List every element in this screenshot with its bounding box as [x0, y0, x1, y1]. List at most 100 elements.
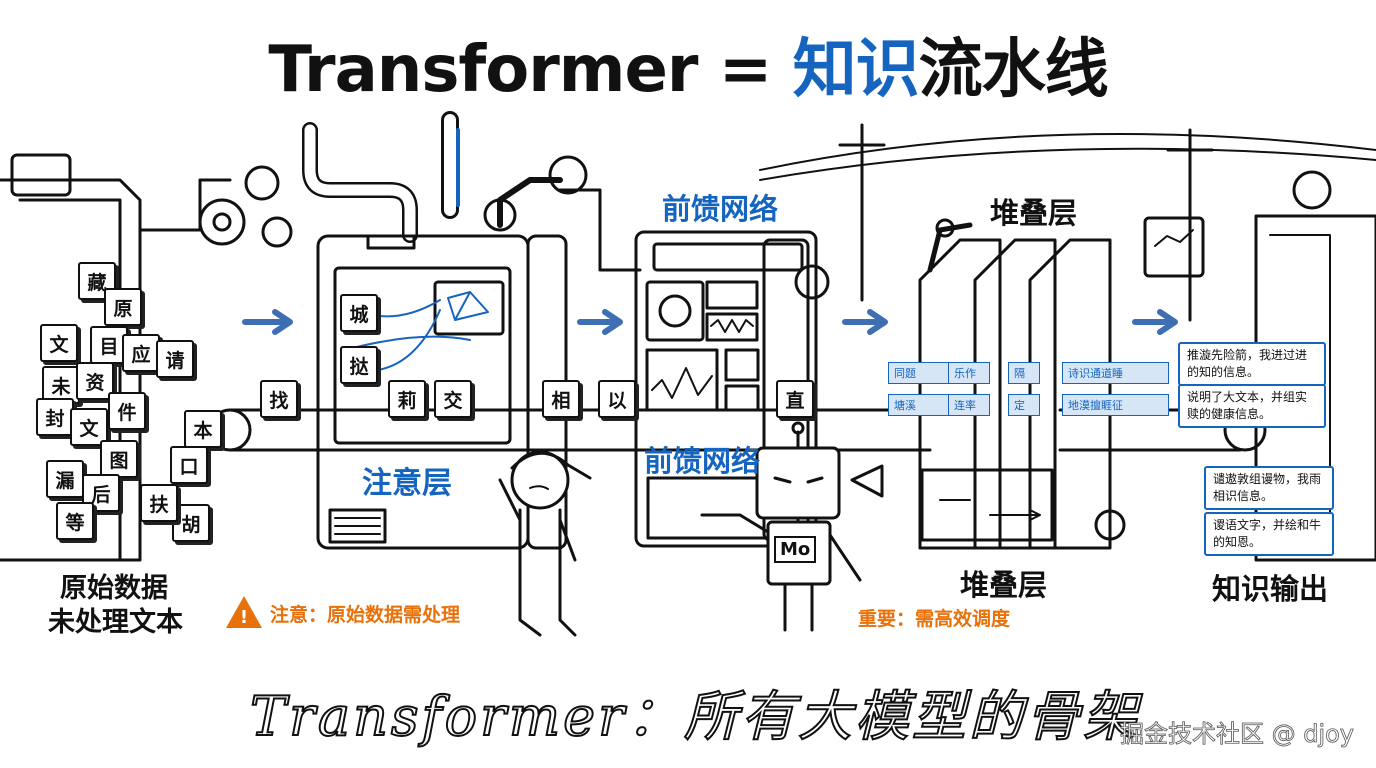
stack-strip: 同题	[888, 362, 950, 384]
title-suffix: 流水线	[918, 33, 1109, 107]
input-block: 图	[100, 440, 138, 478]
input-block: 应	[122, 334, 160, 372]
stack-strip: 定	[1008, 394, 1040, 416]
robot-head	[755, 446, 841, 520]
warning-icon	[226, 596, 262, 628]
attention-block: 莉	[388, 380, 426, 418]
ffn-zigzag-panel	[705, 312, 759, 342]
stack-strip: 隔	[1008, 362, 1040, 384]
stack-layer-2	[973, 238, 1057, 550]
robot-arm	[497, 177, 563, 228]
person-body	[498, 478, 577, 637]
attention-block: 挞	[340, 346, 378, 384]
stack-strip: 连率	[948, 394, 990, 416]
stack-strip: 乐作	[948, 362, 990, 384]
flow-arrow-icon	[842, 309, 888, 335]
input-block: 资	[76, 362, 114, 400]
input-block: 封	[36, 398, 74, 436]
gear-icon	[548, 155, 588, 195]
robot-arms	[700, 513, 862, 582]
input-hopper-cap	[10, 153, 72, 197]
token-block: 以	[598, 380, 636, 418]
input-block: 件	[108, 392, 146, 430]
input-block: 扶	[140, 484, 178, 522]
ffn-mid-label: 前馈网络	[644, 444, 761, 478]
gear-icon-hub	[212, 212, 232, 232]
gear-icon	[794, 264, 830, 300]
flow-arrow-icon	[1132, 309, 1178, 335]
flow-arrow-icon	[242, 309, 293, 335]
attention-monitor	[433, 280, 505, 336]
attention-block: 城	[340, 294, 378, 332]
robot-badge: Mo	[774, 536, 817, 563]
subtitle: Transformer：所有大模型的骨架	[249, 684, 1140, 749]
stack-layer-1	[918, 238, 1002, 550]
machine-cap	[366, 234, 416, 250]
pipe-elbow-fill	[304, 124, 416, 241]
attention-block: 交	[434, 380, 472, 418]
token-block: 找	[260, 380, 298, 418]
pipe-connector	[558, 188, 642, 272]
stack-bottom-label: 堆叠层	[960, 568, 1048, 602]
watermark: 掘金技术社区 @ djoy	[1119, 720, 1355, 749]
output-note: 说明了大文本，并组实赎的健康信息。	[1178, 384, 1326, 428]
stack-base-panel	[920, 468, 1054, 542]
input-hopper	[0, 178, 142, 562]
input-label-secondary: 未处理文本	[48, 607, 183, 638]
input-block: 文	[70, 408, 108, 446]
page-title: Transformer = 知识流水线	[0, 18, 1376, 110]
robot-legs	[783, 582, 814, 632]
flow-arrow-icon	[577, 309, 623, 335]
input-block: 漏	[46, 460, 84, 498]
ffn-warning: 重要：需高效调度	[858, 608, 1011, 630]
monitor-icon	[1143, 216, 1205, 278]
ffn-chart-panel	[645, 348, 719, 412]
stack-strip: 地漠擅睚征	[1062, 394, 1169, 416]
ffn-top-label: 前馈网络	[662, 192, 779, 226]
stack-strip: 诗识通道睡	[1062, 362, 1169, 384]
gear-icon	[198, 198, 246, 246]
attention-window	[333, 266, 512, 445]
megaphone-icon	[850, 464, 884, 498]
person-cap	[510, 451, 592, 480]
token-block: 直	[776, 380, 814, 418]
output-label: 知识输出	[1212, 572, 1329, 606]
gear-icon	[261, 216, 293, 248]
pipe-elbow	[302, 122, 418, 243]
input-warning: 注意：原始数据需处理	[270, 604, 461, 626]
input-block: 本	[184, 410, 222, 448]
input-block: 文	[40, 324, 78, 362]
input-block: 等	[56, 502, 94, 540]
input-block: 未	[42, 366, 80, 404]
title-prefix: Transformer =	[268, 33, 793, 107]
input-block: 口	[170, 446, 208, 484]
token-block: 相	[542, 380, 580, 418]
gear-icon	[244, 165, 280, 201]
input-block: 原	[104, 288, 142, 326]
small-robot	[1094, 509, 1126, 541]
ffn-gear-panel	[645, 280, 705, 342]
ffn-wave-panel	[705, 280, 759, 310]
output-note: 谡语文字，并绘和牛的知恩。	[1204, 512, 1334, 556]
pipe	[138, 178, 232, 232]
small-robot	[1292, 170, 1332, 210]
ffn-top-panel	[652, 242, 804, 272]
robot-arm	[927, 222, 973, 273]
input-block: 胡	[172, 504, 210, 542]
ffn-small-panel	[724, 348, 760, 382]
ffn-small-panel	[724, 384, 760, 412]
ffn-machine	[634, 230, 818, 548]
power-line	[759, 133, 1376, 171]
network-graph-icon	[447, 291, 489, 321]
attention-label: 注意层	[362, 466, 452, 501]
vent-grille	[328, 508, 387, 544]
input-label-primary: 原始数据	[60, 573, 168, 604]
svg-text:!: !	[240, 607, 248, 628]
input-block: 请	[156, 340, 194, 378]
gear-icon	[658, 294, 692, 328]
title-highlight: 知识	[792, 33, 920, 107]
output-note: 推漩先险箭，我进过进的知的信息。	[1178, 342, 1326, 386]
output-note: 谴遨敦组谩物，我雨相识信息。	[1204, 466, 1334, 510]
power-line	[759, 147, 1376, 181]
